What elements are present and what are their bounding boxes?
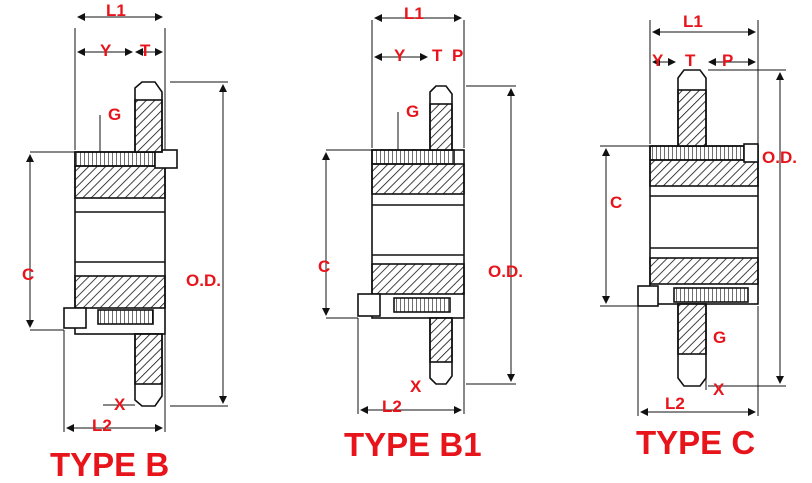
type-b1-x-label: X (410, 377, 422, 396)
type-b1-drawing (322, 14, 516, 414)
type-b-l2-label: L2 (92, 416, 112, 435)
type-c-title: TYPE C (636, 424, 756, 461)
type-c-drawing (600, 20, 786, 416)
type-b-title: TYPE B (50, 446, 170, 483)
type-b-l1-label: L1 (106, 1, 126, 20)
type-b1-l2-label: L2 (382, 397, 402, 416)
type-b1-c-label: C (318, 257, 331, 276)
type-b-t-label: T (140, 41, 151, 60)
type-b1-p-label: P (452, 46, 464, 65)
type-b-od-label: O.D. (186, 271, 221, 290)
type-c-t-label: T (685, 51, 696, 70)
type-c-y-label: Y (652, 51, 664, 70)
type-b-g-label: G (108, 105, 122, 124)
type-b-x-label: X (114, 395, 126, 414)
type-b-y-label: Y (100, 41, 112, 60)
type-c-od-label: O.D. (762, 148, 797, 167)
type-b-c-label: C (22, 265, 35, 284)
type-b1-g-label: G (406, 102, 420, 121)
type-c-x-label: X (713, 380, 725, 399)
type-b1-t-label: T (432, 46, 443, 65)
type-c-p-label: P (722, 51, 734, 70)
type-c-c-label: C (610, 193, 623, 212)
type-b-drawing (26, 13, 228, 432)
type-b1-y-label: Y (394, 46, 406, 65)
type-c-l1-label: L1 (683, 12, 703, 31)
type-b1-title: TYPE B1 (344, 426, 482, 463)
type-c-g-label: G (713, 328, 727, 347)
type-c-l2-label: L2 (665, 394, 685, 413)
type-b1-l1-label: L1 (404, 4, 424, 23)
type-b1-od-label: O.D. (488, 262, 523, 281)
